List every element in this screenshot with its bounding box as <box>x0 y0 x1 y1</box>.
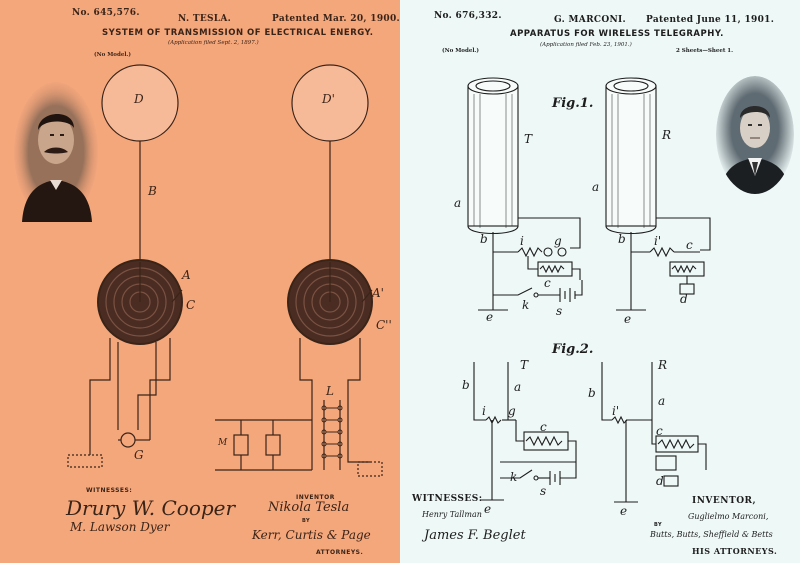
marconi-label-d-fig1: d <box>680 292 688 306</box>
marconi-label-e-fig2-right: e <box>620 504 628 518</box>
marconi-label-i-prime-fig1: i' <box>654 234 662 248</box>
marconi-inventor-caption: INVENTOR, <box>692 496 757 506</box>
marconi-no-model: (No Model.) <box>442 48 479 54</box>
marconi-label-b-fig1-right: b <box>618 232 626 246</box>
marconi-label-s-fig2: s <box>540 484 547 498</box>
marconi-label-b-fig2-left: b <box>462 378 470 392</box>
marconi-witnesses-caption: WITNESSES: <box>412 494 483 504</box>
marconi-patent-date: Patented June 11, 1901. <box>646 15 775 25</box>
tesla-by-caption: BY <box>302 518 311 524</box>
tesla-label-b: B <box>148 184 157 198</box>
marconi-label-b-fig1-left: b <box>480 232 488 246</box>
marconi-label-r-fig2: R <box>658 358 668 372</box>
marconi-diagram <box>467 77 711 503</box>
tesla-no-model: (No Model.) <box>94 52 131 58</box>
marconi-application-date: (Application filed Feb. 23, 1901.) <box>540 42 632 48</box>
marconi-sheet-count: 2 Sheets—Sheet 1. <box>676 48 734 54</box>
tesla-label-a-prime: A' <box>372 286 384 300</box>
marconi-label-a-fig2-right: a <box>658 394 666 408</box>
marconi-cylinder-receiver <box>605 77 657 234</box>
marconi-inventor-name: G. MARCONI. <box>554 15 626 25</box>
tesla-inventor-caption: INVENTOR <box>296 494 335 501</box>
marconi-label-e-fig1-left: e <box>486 310 494 324</box>
marconi-label-a-fig2-left: a <box>514 380 522 394</box>
marconi-attorneys-caption: HIS ATTORNEYS. <box>692 546 778 556</box>
marconi-label-i-prime-fig2: i' <box>612 404 620 418</box>
tesla-label-l: L <box>326 384 334 398</box>
marconi-by-caption: BY <box>654 522 663 528</box>
marconi-cylinder-transmitter <box>467 77 519 234</box>
marconi-attorneys-signature: Butts, Butts, Sheffield & Betts <box>650 530 773 539</box>
tesla-diagram <box>67 64 383 477</box>
tesla-inventor-name: N. TESLA. <box>178 14 232 24</box>
marconi-label-t-fig2: T <box>520 358 529 372</box>
tesla-patent-title: SYSTEM OF TRANSMISSION OF ELECTRICAL ENE… <box>102 28 374 38</box>
marconi-label-t-fig1: T <box>524 132 533 146</box>
marconi-label-c-fig1-left: c <box>544 276 551 290</box>
tesla-label-a: A <box>182 268 191 282</box>
marconi-label-r-fig1: R <box>662 128 672 142</box>
marconi-patent-title: APPARATUS FOR WIRELESS TELEGRAPHY. <box>510 29 724 39</box>
marconi-label-k-fig1: k <box>522 298 530 312</box>
tesla-label-c-double-prime: C'' <box>376 318 392 332</box>
marconi-label-i-fig1: i <box>520 234 524 248</box>
marconi-fig2-caption: Fig.2. <box>552 342 594 357</box>
marconi-fig1-caption: Fig.1. <box>552 96 594 111</box>
marconi-patent-number: No. 676,332. <box>434 11 502 21</box>
tesla-attorneys-caption: ATTORNEYS. <box>316 549 364 556</box>
marconi-label-e-fig2-left: e <box>484 502 492 516</box>
marconi-inventor-name-signature: Guglielmo Marconi, <box>688 512 769 521</box>
tesla-patent-panel: No. 645,576. N. TESLA. Patented Mar. 20,… <box>0 0 400 563</box>
marconi-label-g-fig2: g <box>508 404 516 418</box>
tesla-label-d-prime: D' <box>322 92 335 106</box>
marconi-portrait <box>716 76 794 194</box>
marconi-patent-panel: No. 676,332. G. MARCONI. Patented June 1… <box>400 0 800 563</box>
tesla-patent-number: No. 645,576. <box>72 8 140 18</box>
marconi-label-g-fig1: g <box>554 234 562 248</box>
marconi-label-a-fig1-right: a <box>592 180 600 194</box>
marconi-label-e-fig1-right: e <box>624 312 632 326</box>
marconi-label-c-fig1-right: c <box>686 238 693 252</box>
tesla-witness-signature-2: M. Lawson Dyer <box>70 520 170 534</box>
marconi-witness-signature-1: Henry Tallman <box>422 510 482 519</box>
marconi-witness-signature-2: James F. Beglet <box>424 528 526 543</box>
marconi-label-c-fig2-right: c <box>656 424 663 438</box>
marconi-label-b-fig2-right: b <box>588 386 596 400</box>
tesla-label-d: D <box>134 92 144 106</box>
tesla-witnesses-caption: WITNESSES: <box>86 487 133 494</box>
marconi-label-d-fig2: d <box>656 474 664 488</box>
tesla-witness-signature-1: Drury W. Cooper <box>66 496 236 520</box>
tesla-application-date: (Application filed Sept. 2, 1897.) <box>168 40 259 46</box>
marconi-label-c-fig2-left: c <box>540 420 547 434</box>
marconi-label-i-fig2: i <box>482 404 486 418</box>
marconi-label-k-fig2: k <box>510 470 518 484</box>
tesla-label-g: G <box>134 448 144 462</box>
marconi-label-a-fig1-left: a <box>454 196 462 210</box>
tesla-label-m: M <box>218 438 228 448</box>
marconi-label-s-fig1: s <box>556 304 563 318</box>
tesla-inventor-signature: Nikola Tesla <box>268 500 350 515</box>
tesla-attorneys-signature: Kerr, Curtis & Page <box>252 528 371 542</box>
tesla-patent-date: Patented Mar. 20, 1900. <box>272 14 400 24</box>
tesla-label-c: C <box>186 298 196 312</box>
tesla-portrait <box>14 82 98 222</box>
